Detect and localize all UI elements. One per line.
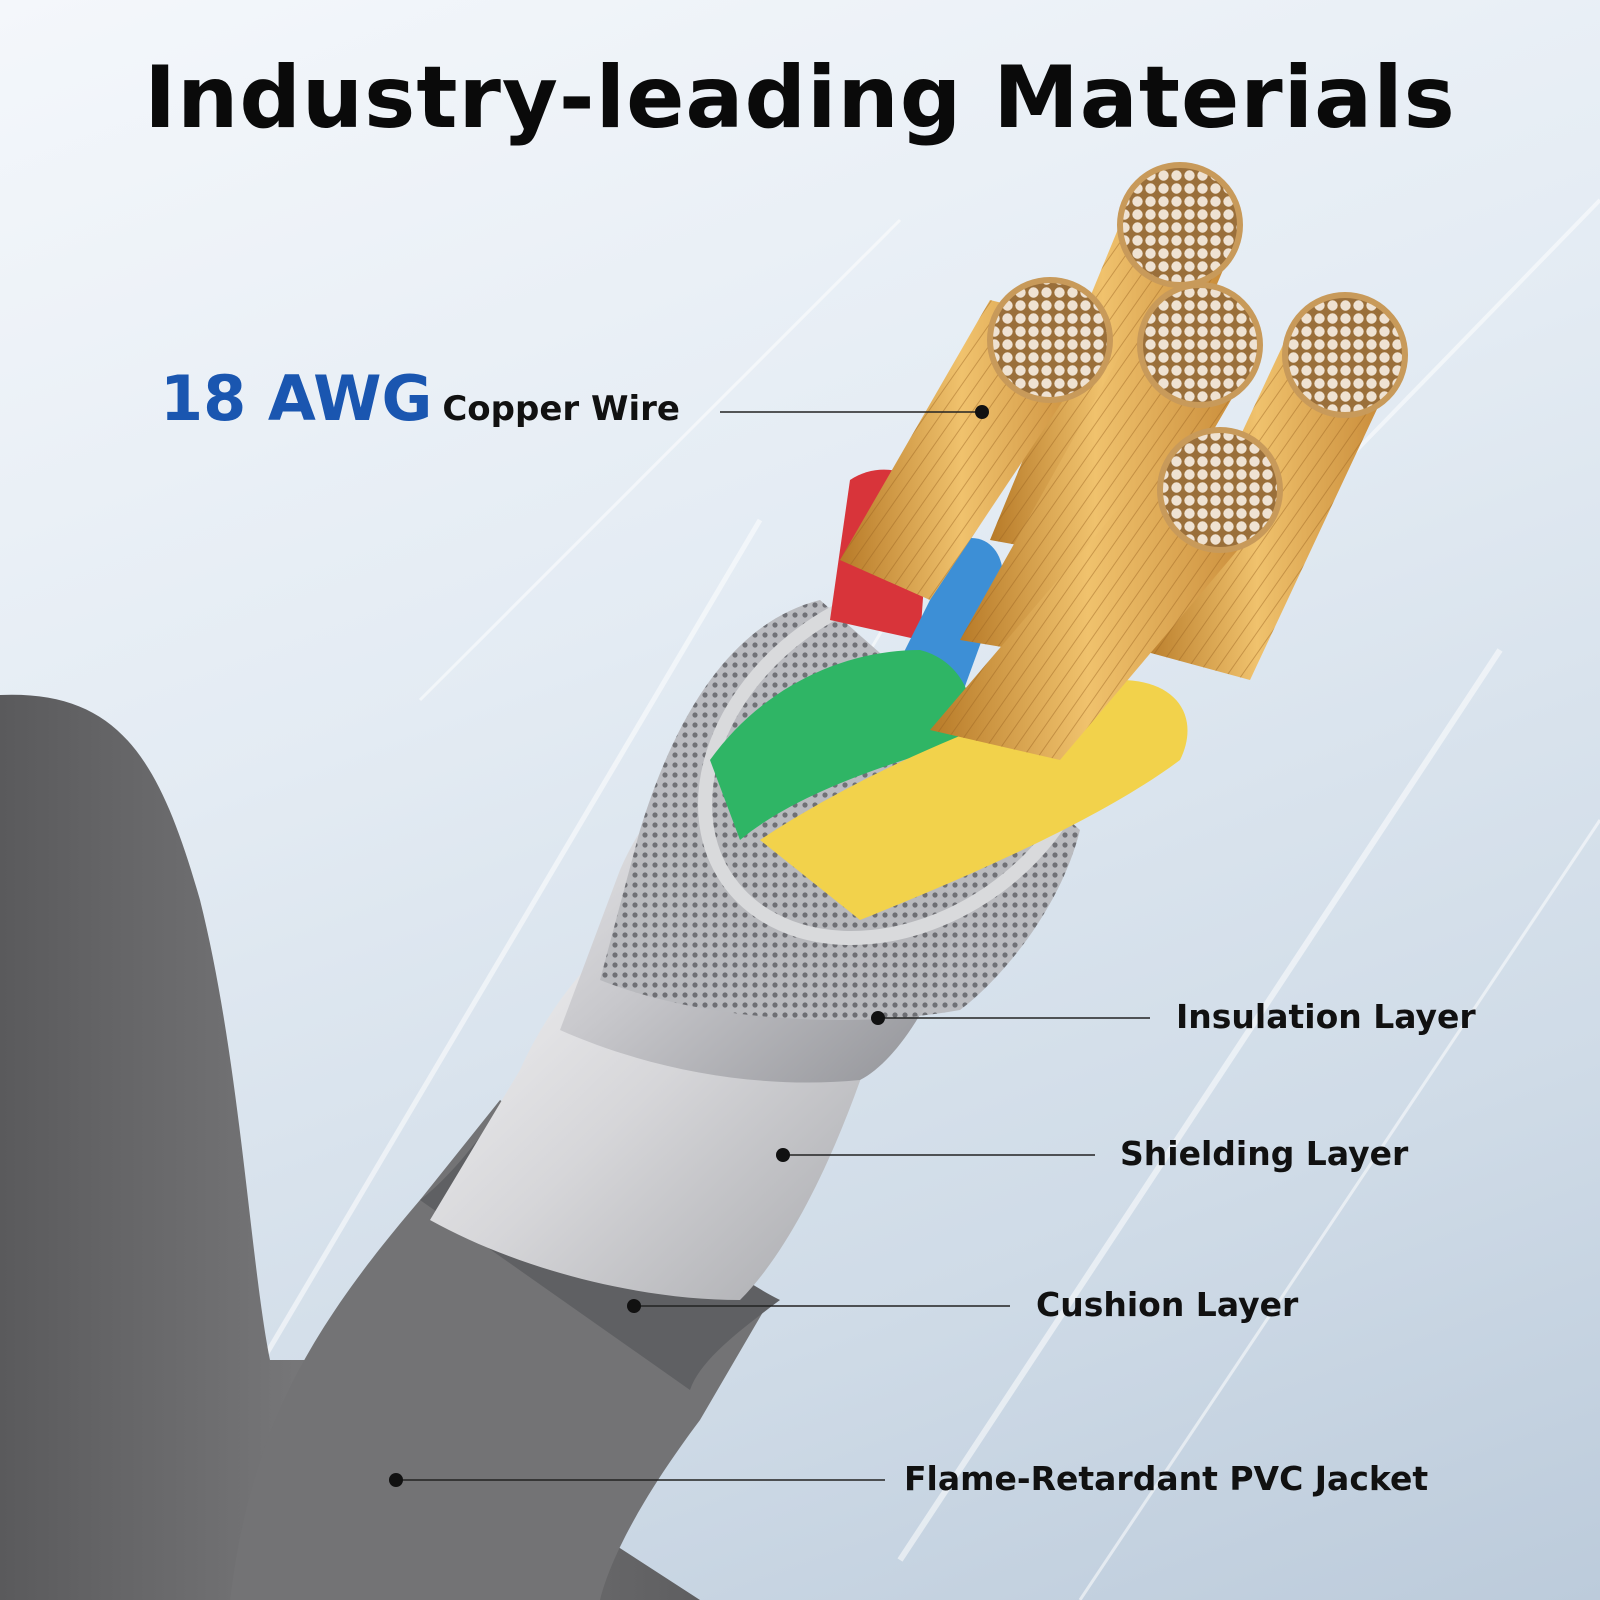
awg-highlight: 18 AWG	[160, 362, 433, 435]
wire-green-insulation	[710, 650, 973, 840]
page-title: Industry-leading Materials	[144, 48, 1456, 148]
shielding-layer-label: Shielding Layer	[1120, 1134, 1409, 1173]
pvc-jacket	[0, 694, 700, 1600]
callout-lines	[397, 411, 1150, 1481]
insulation-layer-label: Insulation Layer	[1176, 997, 1476, 1036]
cushion-layer-label: Cushion Layer	[1036, 1285, 1299, 1324]
strand-ends	[987, 162, 1408, 553]
pvc-jacket-label: Flame-Retardant PVC Jacket	[904, 1459, 1429, 1498]
copper-wire-text: Copper Wire	[442, 389, 680, 429]
wire-yellow-insulation	[760, 680, 1188, 920]
callout-dots	[389, 405, 989, 1487]
